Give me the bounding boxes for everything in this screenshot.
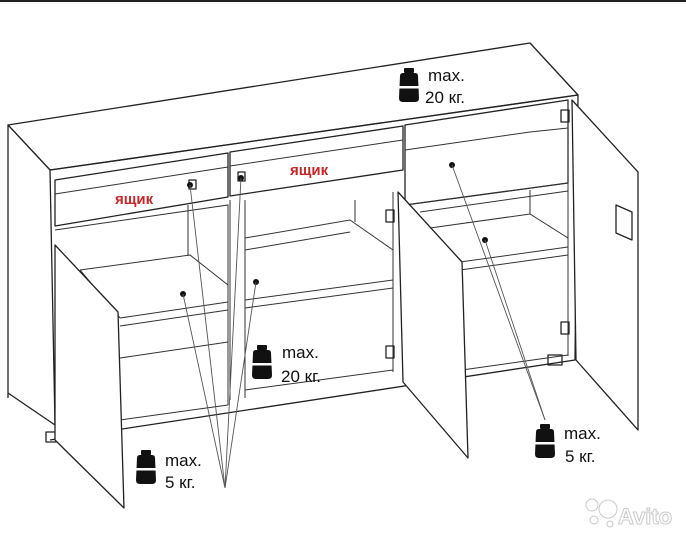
limit-left-compartment: max. 5 кг. bbox=[135, 450, 202, 492]
limit-left-max: max. bbox=[165, 451, 202, 470]
niche-shelf-front bbox=[404, 182, 569, 206]
limit-middle-max: max. bbox=[282, 343, 319, 362]
doors bbox=[54, 99, 639, 509]
door-right bbox=[571, 99, 639, 431]
top-edge-rule bbox=[0, 0, 686, 2]
guide-6 bbox=[484, 239, 546, 421]
drawer-middle-label: ящик bbox=[290, 162, 329, 179]
left-lower-shelf bbox=[119, 341, 229, 359]
weight-icon bbox=[251, 345, 273, 379]
right-bottom bbox=[461, 354, 569, 371]
limit-right-compartment: max. 5 кг. bbox=[534, 424, 601, 466]
hinge-centre-top bbox=[385, 209, 395, 223]
drawer-middle-edge bbox=[229, 139, 404, 167]
door-centre bbox=[397, 191, 469, 459]
load-indicators bbox=[180, 162, 546, 489]
left-bottom-line bbox=[119, 404, 229, 421]
avito-watermark: Avito bbox=[585, 498, 673, 530]
door-left bbox=[54, 244, 125, 509]
drawer-left-label: ящик bbox=[115, 191, 154, 208]
guide-5 bbox=[451, 164, 546, 421]
guide-3 bbox=[182, 293, 226, 489]
centre-middle-shelf-edge bbox=[244, 287, 394, 309]
drawer-left-edge bbox=[54, 166, 229, 195]
drawer-left bbox=[54, 152, 229, 227]
niche-shelf-under bbox=[419, 190, 569, 213]
limit-left-value: 5 кг. bbox=[165, 473, 195, 492]
limit-middle-value: 20 кг. bbox=[281, 367, 321, 386]
guide-4 bbox=[224, 281, 257, 489]
right-upper-shelf-front bbox=[459, 246, 569, 263]
hinge-right-top bbox=[560, 109, 570, 123]
limit-top-max: max. bbox=[428, 66, 465, 85]
centre-middle-shelf bbox=[244, 279, 394, 301]
limit-middle-shelf: max. 20 кг. bbox=[251, 343, 321, 386]
left-upper-shelf-edge bbox=[119, 309, 229, 327]
avito-logo-icon bbox=[585, 498, 618, 528]
weight-icon bbox=[534, 424, 556, 458]
drawer-row bbox=[54, 99, 569, 227]
centre-upper-shelf-edge bbox=[244, 231, 351, 251]
limit-right-max: max. bbox=[564, 424, 601, 443]
cabinet-foot-right bbox=[547, 354, 563, 366]
right-upper-shelf-edge bbox=[459, 254, 569, 271]
limit-right-value: 5 кг. bbox=[565, 447, 595, 466]
hinge-centre-bottom bbox=[385, 345, 395, 359]
watermark-text: Avito bbox=[618, 504, 672, 529]
dot-centre-shelf bbox=[253, 279, 259, 285]
centre-upper-shelf bbox=[244, 219, 394, 251]
guide-2 bbox=[224, 177, 242, 489]
left-compartment bbox=[54, 204, 229, 421]
niche-back-edge bbox=[404, 131, 531, 151]
left-upper-shelf-front bbox=[119, 301, 229, 319]
right-upper-shelf bbox=[429, 213, 569, 239]
door-right-handle bbox=[615, 204, 633, 241]
niche-back-edge-2 bbox=[529, 127, 569, 133]
weight-icon bbox=[135, 450, 157, 484]
centre-bottom bbox=[244, 369, 394, 391]
limit-top: max. 20 кг. bbox=[398, 66, 465, 107]
cabinet-left-side bbox=[7, 124, 56, 426]
hinge-right-bottom bbox=[560, 321, 570, 335]
left-upper-shelf-top bbox=[79, 254, 229, 286]
guide-1 bbox=[189, 184, 226, 489]
drawer-middle bbox=[229, 125, 404, 197]
limit-top-value: 20 кг. bbox=[425, 88, 465, 107]
drawer-middle-handle bbox=[237, 171, 246, 182]
left-compartment-back bbox=[54, 204, 229, 405]
